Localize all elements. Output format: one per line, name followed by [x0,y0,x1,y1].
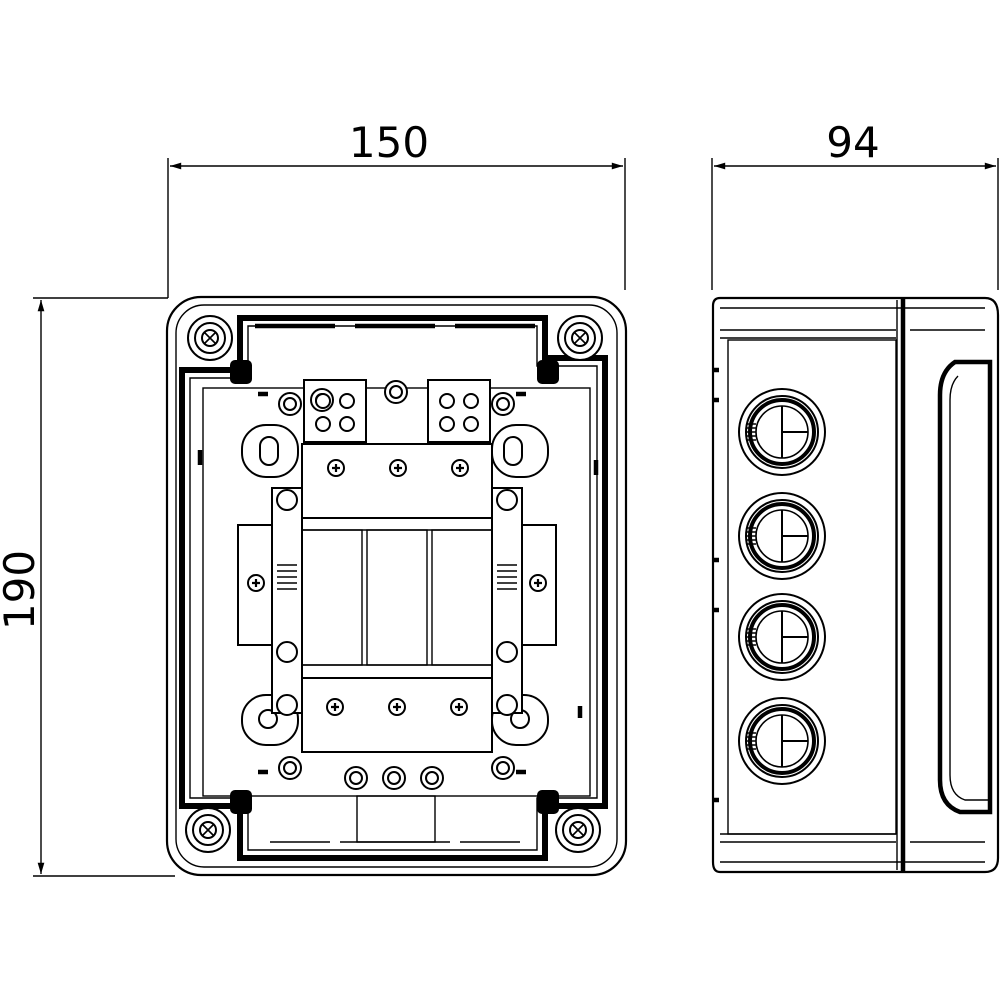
terminal-block-right [427,379,491,443]
lid-profile-inner [949,375,990,801]
cable-gland-1 [737,387,827,477]
side-edge-lines [720,307,985,863]
housing-inner-outline [175,304,618,868]
corner-screw-top-right [557,315,603,361]
bottom-post [382,766,406,790]
side-bands [720,329,896,843]
side-inner-wall [727,339,897,835]
label-tab [356,795,436,843]
corner-tab [230,790,252,814]
post [278,756,302,780]
width-label: 150 [349,118,429,167]
oval-lug-top-right [491,424,549,478]
post [278,392,302,416]
busbar-screw [450,458,470,478]
height-label: 190 [0,550,44,630]
cable-gland-4 [737,696,827,786]
gasket-channel [179,315,608,861]
cable-gland-3 [737,592,827,682]
front-view [165,295,628,877]
side-body-outline [711,296,1000,874]
corner-tab [537,790,559,814]
breaker-body [301,517,493,679]
corner-screw-bottom-right [555,807,601,853]
dimension-depth: 94 [711,118,999,290]
busbar-screw [325,697,345,717]
dimension-width: 150 [167,118,626,298]
busbar-screw [326,458,346,478]
post [491,756,515,780]
bracket-screw-left [246,573,266,593]
corner-screw-top-left [187,315,233,361]
dimension-height: 190 [0,297,175,877]
busbar-screw [387,697,407,717]
small-marks [258,391,526,775]
busbar-screw [449,697,469,717]
wall-marks [713,367,719,803]
busbar-screw [388,458,408,478]
cable-gland-2 [737,491,827,581]
bracket-screw-right [528,573,548,593]
housing-outline [165,295,628,877]
lid-edge-lines [910,329,985,843]
lid-profile-outer [937,359,993,815]
clamp-column-left [271,487,303,716]
terminal-block-left [303,379,367,443]
corner-tab [537,360,559,384]
post [491,392,515,416]
bottom-post [344,766,368,790]
bottom-post [420,766,444,790]
depth-label: 94 [826,118,879,167]
top-center-post [384,380,408,404]
side-slots [197,450,599,718]
side-view [711,296,1000,874]
oval-lug-top-left [241,424,299,478]
clamp-column-right [491,487,523,716]
corner-tab [230,360,252,384]
corner-screw-bottom-left [185,807,231,853]
busbar-top [301,443,493,519]
